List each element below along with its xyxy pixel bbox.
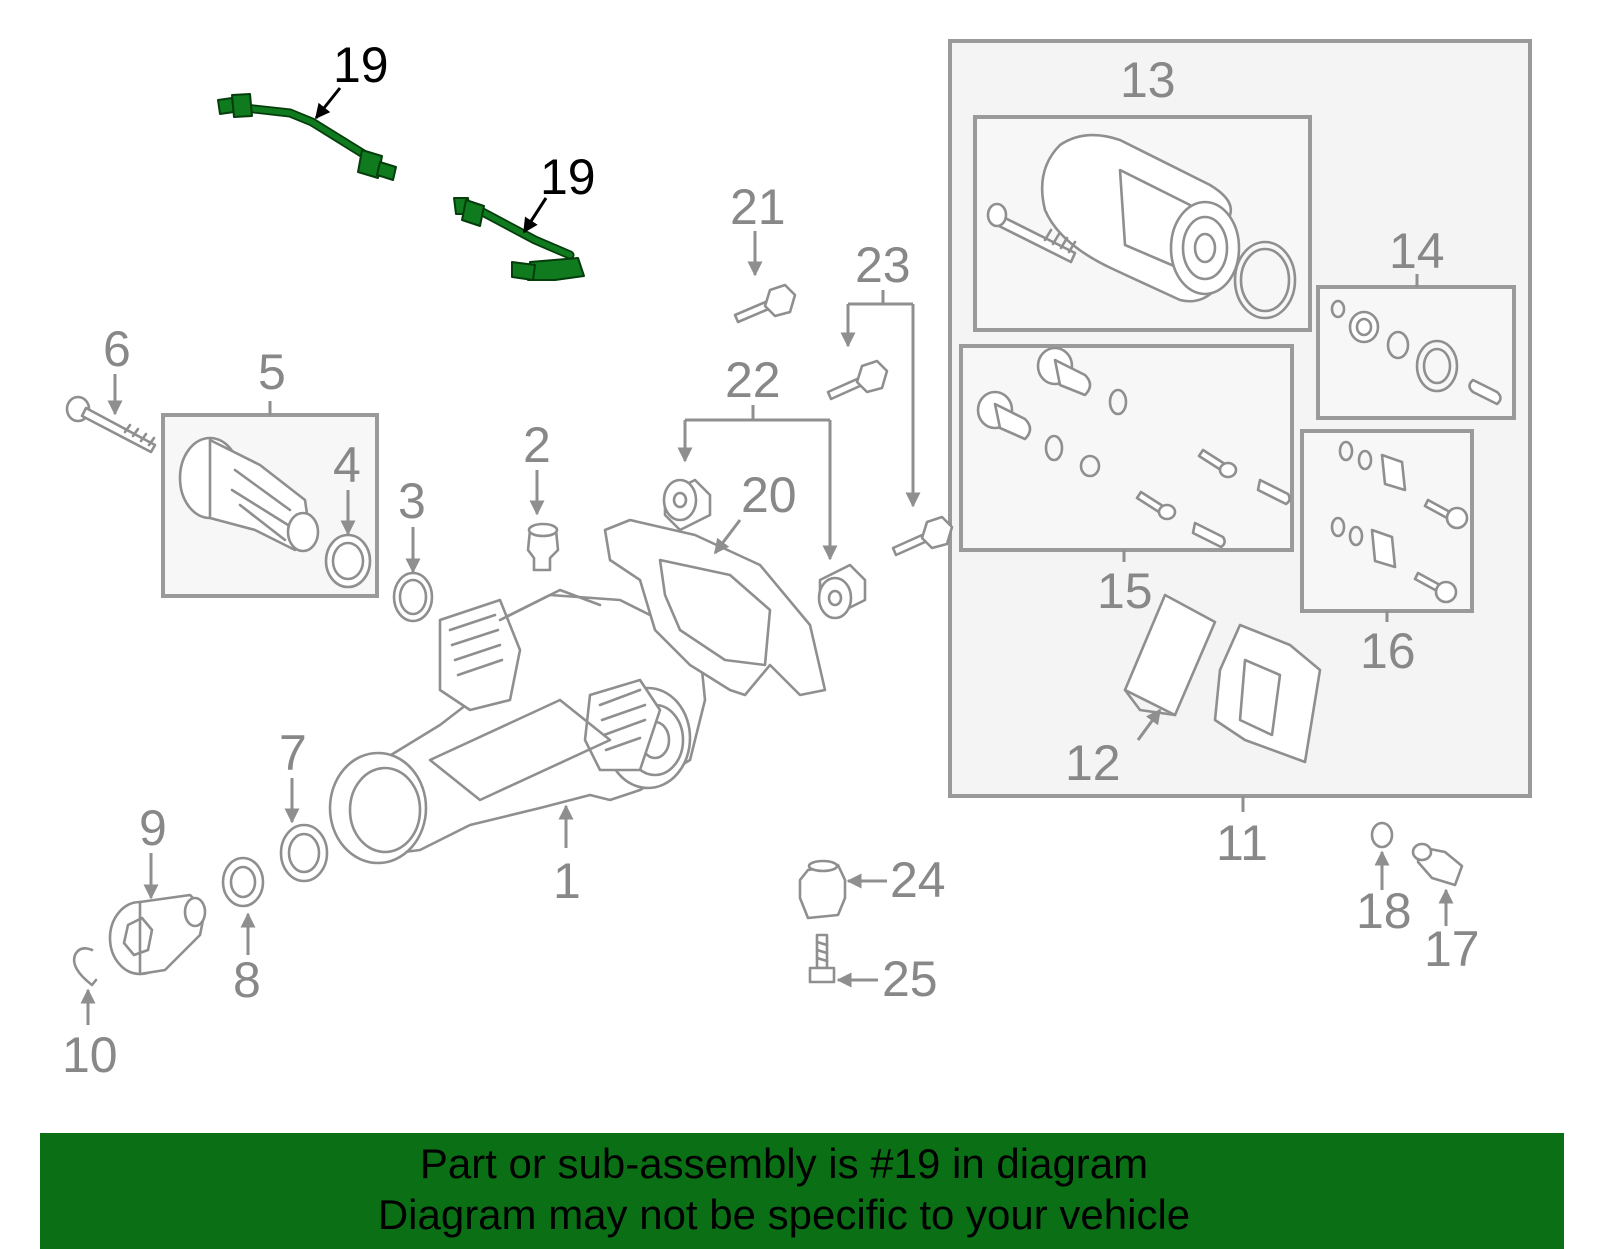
callout-24: 24: [890, 852, 946, 908]
callout-1: 1: [553, 853, 581, 909]
sensor-kit-16-parts: [1330, 440, 1469, 604]
callout-2: 2: [523, 417, 551, 473]
callout-13: 13: [1120, 52, 1176, 108]
o-ring-18: [1370, 821, 1394, 849]
mount-bushing-22-parts: [662, 478, 867, 620]
callout-5: 5: [258, 344, 286, 400]
callout-25: 25: [882, 951, 938, 1007]
callout-19b: 19: [540, 149, 596, 205]
callout-18: 18: [1356, 883, 1412, 939]
leader-19a: [314, 87, 342, 120]
banner-line-1: Part or sub-assembly is #19 in diagram: [419, 1140, 1149, 1187]
callout-19a: 19: [333, 37, 389, 93]
leader-19b: [522, 197, 548, 234]
seal-kit-14-parts: [1330, 299, 1502, 406]
bolts-23: [826, 359, 954, 557]
callout-4: 4: [333, 437, 361, 493]
callout-6: 6: [103, 321, 131, 377]
control-module-part: [1123, 593, 1322, 764]
callout-3: 3: [398, 473, 426, 529]
callout-9: 9: [139, 800, 167, 856]
callout-11: 11: [1216, 815, 1268, 871]
callout-12: 12: [1065, 735, 1121, 791]
callout-7: 7: [279, 725, 307, 781]
callout-23: 23: [855, 237, 911, 293]
callout-21: 21: [730, 179, 786, 235]
seal-4: [324, 533, 372, 589]
breather-part: [526, 522, 560, 572]
highlighted-brake-line-19b: [453, 197, 585, 281]
callout-14: 14: [1389, 223, 1445, 279]
highlighted-brake-line-19a: [217, 93, 397, 181]
mount-24: [798, 859, 847, 920]
info-banner: Part or sub-assembly is #19 in diagram D…: [40, 1133, 1564, 1249]
callout-17: 17: [1424, 921, 1480, 977]
banner-line-2: Diagram may not be specific to your vehi…: [377, 1191, 1191, 1238]
seal-7: [279, 823, 329, 883]
seal-8: [221, 856, 265, 908]
bolt-21: [733, 283, 797, 324]
output-flange-part: [178, 436, 320, 553]
circlip-10: [72, 947, 98, 987]
callout-22: 22: [725, 352, 781, 408]
callout-8: 8: [233, 952, 261, 1008]
assembly-box-11: [948, 39, 1532, 812]
seal-3: [392, 571, 434, 623]
flange-9: [108, 893, 207, 976]
bolt-6: [65, 395, 157, 454]
valve-kit-15-parts: [976, 346, 1291, 549]
bolt-25: [808, 933, 836, 984]
callout-20: 20: [741, 467, 797, 523]
callout-15: 15: [1097, 563, 1153, 619]
sensor-17: [1411, 842, 1464, 887]
callout-10: 10: [62, 1027, 118, 1083]
kit-box-15: [959, 344, 1294, 552]
callout-16: 16: [1360, 623, 1416, 679]
pump-motor-part: [986, 133, 1297, 320]
differential-housing-part: [328, 588, 707, 865]
